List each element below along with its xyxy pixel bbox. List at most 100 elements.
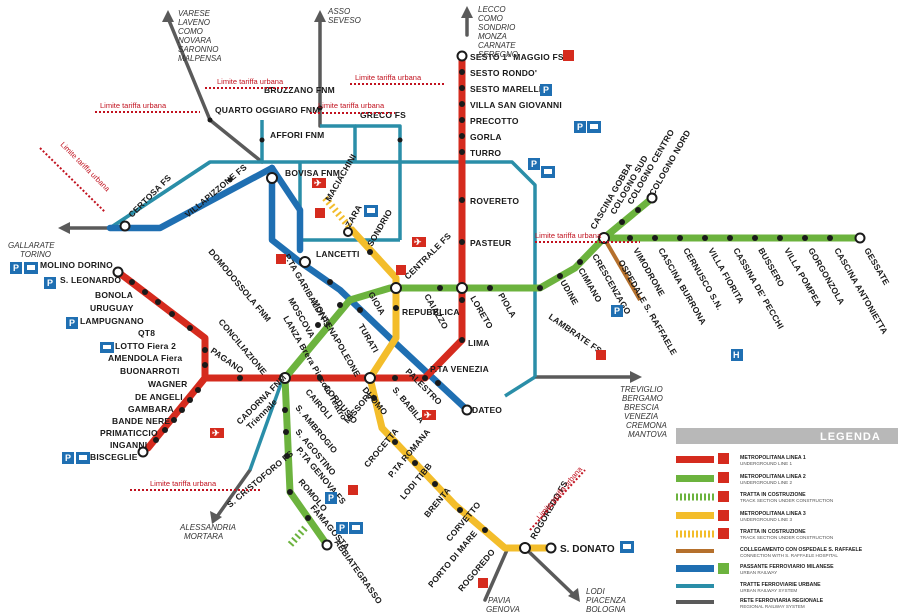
- svg-text:P: P: [339, 523, 345, 533]
- parking-icon: P: [336, 522, 348, 534]
- station-bande-nere: BANDE NERE: [112, 416, 170, 426]
- hospital-link: [602, 236, 642, 302]
- station-villa-san-giovanni: VILLA SAN GIOVANNI: [470, 100, 562, 110]
- bus-icon: [76, 452, 90, 464]
- fare-limit-label: Limite tariffa urbana: [100, 101, 167, 110]
- station-sesto-rondo: SESTO RONDO': [470, 68, 537, 78]
- dest-ne-2: SONDRIO: [478, 23, 515, 32]
- dest-ne-0: LECCO: [478, 5, 506, 14]
- station-uruguay: URUGUAY: [90, 303, 134, 313]
- train-icon: [596, 350, 606, 360]
- station-de-angeli: DE ANGELI: [135, 392, 183, 402]
- dest-ne-1: COMO: [478, 14, 503, 23]
- terminal-stations: [112, 50, 866, 554]
- dest-sw-1: MORTARA: [184, 532, 223, 541]
- line-2-construction: [287, 525, 308, 548]
- bus-icon: [100, 342, 114, 353]
- station-repubblica: REPUBBLICA: [402, 307, 460, 317]
- svg-text:P: P: [13, 263, 19, 273]
- plane-icon: ✈: [412, 237, 426, 247]
- legend: LEGENDA METROPOLITANA LINEA 1 UNDERGROUN…: [676, 428, 898, 609]
- station-lima: LIMA: [468, 338, 490, 348]
- arrowheads: [58, 6, 642, 602]
- dest-s1-0: PAVIA: [488, 596, 511, 605]
- svg-text:✈: ✈: [314, 178, 322, 188]
- station-wagner: WAGNER: [148, 379, 187, 389]
- destination-labels: VARESE LAVENO COMO NOVARA SARONNO MALPEN…: [8, 5, 667, 614]
- station-sesto-1-maggio: SESTO 1° MAGGIO FS: [470, 52, 564, 62]
- legend-item-0-sub: UNDERGROUND LINE 1: [740, 461, 793, 466]
- station-sesto-marelli: SESTO MARELLI: [470, 84, 541, 94]
- dest-ne-3: MONZA: [478, 32, 507, 41]
- station-precotto: PRECOTTO: [470, 116, 519, 126]
- svg-text:✈: ✈: [424, 410, 432, 420]
- dest-n-1: SEVESO: [328, 16, 361, 25]
- svg-text:P: P: [69, 318, 75, 328]
- plane-icon: ✈: [312, 178, 326, 188]
- dest-s2-1: PIACENZA: [586, 596, 626, 605]
- parking-icon: P: [528, 158, 540, 170]
- svg-text:P: P: [577, 122, 583, 132]
- train-icon: [396, 265, 406, 275]
- dest-nw-4: SARONNO: [178, 45, 218, 54]
- dest-ne-4: CARNATE: [478, 41, 516, 50]
- dest-e-1: BERGAMO: [622, 394, 663, 403]
- station-lancetti: LANCETTI: [316, 249, 360, 259]
- legend-item-2-title: TRATTA IN COSTRUZIONE: [740, 492, 806, 498]
- dest-nw-3: NOVARA: [178, 36, 211, 45]
- station-bovisa: BOVISA FNM: [285, 168, 340, 178]
- dest-ne-5: SEREGNO: [478, 50, 518, 59]
- bus-icon: [364, 205, 378, 217]
- legend-item-7-title: TRATTE FERROVIARIE URBANE: [740, 582, 821, 588]
- bus-icon: [620, 541, 634, 553]
- bus-icon: [349, 522, 363, 534]
- station-dots: [129, 69, 833, 533]
- legend-item-1-title: METROPOLITANA LINEA 2: [740, 474, 806, 480]
- urban-railway: [109, 120, 537, 471]
- train-icon: [315, 208, 325, 218]
- station-lampugnano: LAMPUGNANO: [80, 316, 144, 326]
- plane-icon: ✈: [422, 410, 436, 420]
- bus-icon: [24, 262, 38, 274]
- train-icon: [348, 485, 358, 495]
- parking-icon: P: [44, 277, 56, 289]
- station-bruzzano: BRUZZANO FNM: [264, 85, 335, 95]
- station-bonola: BONOLA: [95, 290, 133, 300]
- station-pasteur: PASTEUR: [470, 238, 511, 248]
- train-icon: [276, 254, 286, 264]
- legend-item-4-title: TRATTA IN COSTRUZIONE: [740, 529, 806, 535]
- dest-e-0: TREVIGLIO: [620, 385, 663, 394]
- legend-item-4-sub: TRACK SECTION UNDER CONSTRUCTION: [740, 535, 833, 540]
- fare-limits: [39, 83, 640, 531]
- legend-item-5-sub: CONNECTION WITH S. RAFFAELE HOSPITAL: [740, 553, 838, 558]
- dest-n-0: ASSO: [327, 7, 350, 16]
- station-san-donato: S. DONATO: [560, 544, 615, 555]
- station-bisceglie: BISCEGLIE: [90, 452, 138, 462]
- legend-item-2-sub: TRACK SECTION UNDER CONSTRUCTION: [740, 498, 833, 503]
- plane-icon: ✈: [210, 428, 224, 438]
- parking-icon: P: [325, 492, 337, 504]
- parking-icon: P: [574, 121, 586, 133]
- legend-item-6-sub: URBAN RAILWAY: [740, 570, 777, 575]
- dest-nw-1: LAVENO: [178, 18, 210, 27]
- svg-text:✈: ✈: [212, 428, 220, 438]
- line-3-construction: [322, 195, 355, 233]
- fare-limit-label: Limite tariffa urbana: [217, 77, 284, 86]
- legend-item-0-title: METROPOLITANA LINEA 1: [740, 455, 806, 461]
- station-inganni: INGANNI: [110, 440, 147, 450]
- dest-sw-0: ALESSANDRIA: [179, 523, 236, 532]
- station-molino-dorino: MOLINO DORINO: [40, 260, 113, 270]
- fare-limit-label: Limite tariffa urbana: [318, 101, 385, 110]
- parking-icon: P: [540, 84, 552, 96]
- parking-icon: P: [10, 262, 22, 274]
- dest-w-0: GALLARATE: [8, 241, 55, 250]
- legend-item-5-title: COLLEGAMENTO CON OSPEDALE S. RAFFAELE: [740, 547, 863, 553]
- svg-text:P: P: [65, 453, 71, 463]
- parking-icon: P: [66, 317, 78, 329]
- hospital-icon: H: [731, 349, 743, 361]
- station-s-leonardo: S. LEONARDO: [60, 275, 121, 285]
- line1-labels: SESTO 1° MAGGIO FS SESTO RONDO' SESTO MA…: [40, 52, 564, 462]
- fare-limit-label: Limite tariffa urbana: [355, 73, 422, 82]
- dest-s2-2: BOLOGNA: [586, 605, 626, 614]
- legend-item-3-sub: UNDERGROUND LINE 3: [740, 517, 793, 522]
